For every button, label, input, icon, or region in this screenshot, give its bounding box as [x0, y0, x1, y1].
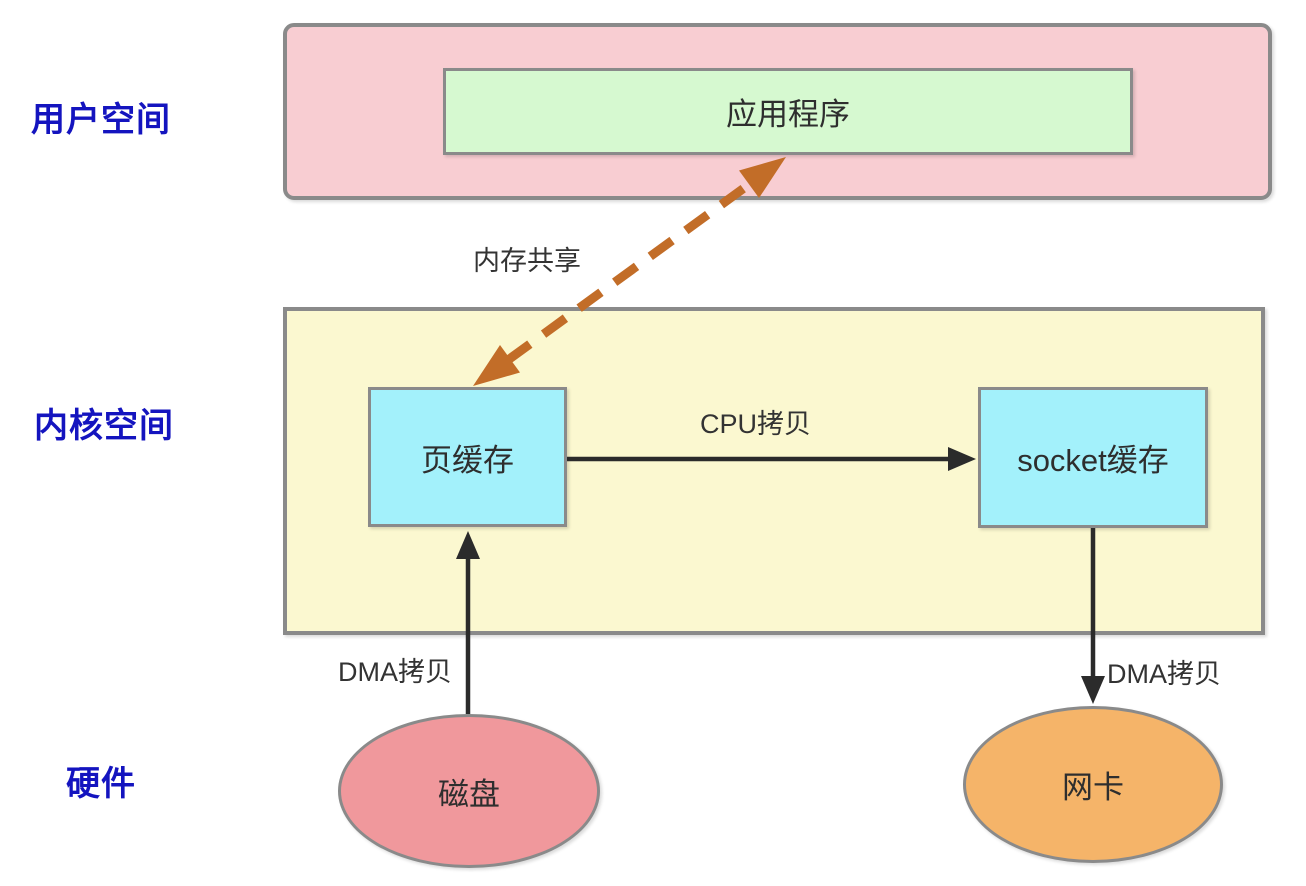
- dma-copy-disk-edge-label: DMA拷贝: [338, 657, 452, 687]
- dma-copy-nic-edge-label: DMA拷贝: [1107, 659, 1221, 689]
- socket-cache-node-label: socket缓存: [1017, 443, 1169, 478]
- socket-cache-node: socket缓存: [978, 387, 1208, 528]
- kernel-space-layer-label: 内核空间: [34, 407, 174, 445]
- nic-node-label: 网卡: [1062, 770, 1124, 805]
- disk-node-label: 磁盘: [438, 776, 500, 812]
- application-node: 应用程序: [443, 68, 1133, 155]
- application-node-label: 应用程序: [726, 97, 850, 132]
- hardware-layer-label: 硬件: [66, 765, 136, 803]
- page-cache-node-label: 页缓存: [421, 442, 514, 478]
- disk-node: 磁盘: [338, 714, 600, 868]
- cpu-copy-edge-label: CPU拷贝: [700, 409, 812, 439]
- memory-share-edge-label: 内存共享: [473, 246, 581, 276]
- nic-node: 网卡: [963, 706, 1223, 863]
- page-cache-node: 页缓存: [368, 387, 567, 527]
- user-space-layer-label: 用户空间: [31, 101, 171, 139]
